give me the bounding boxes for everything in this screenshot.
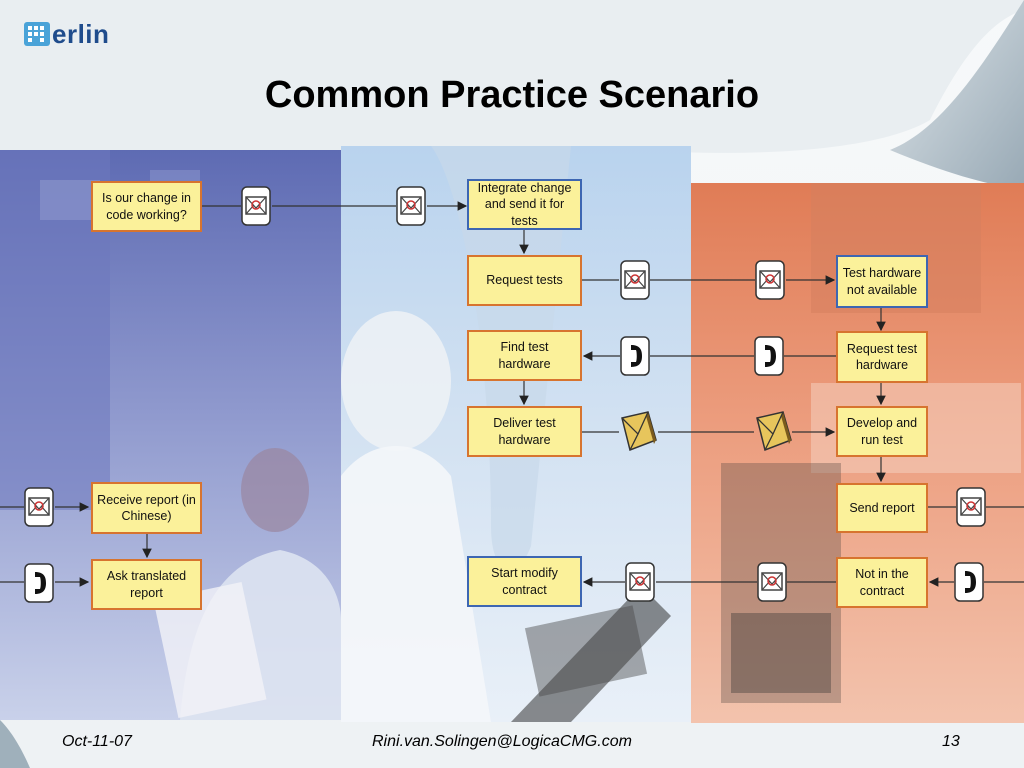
telephone-icon xyxy=(954,562,984,602)
box-hardware-not-available: Test hardware not available xyxy=(836,255,928,308)
footer-email: Rini.van.Solingen@LogicaCMG.com xyxy=(372,733,632,750)
telephone-icon xyxy=(754,336,784,376)
envelope-icon xyxy=(396,186,426,226)
box-change-working: Is our change in code working? xyxy=(91,181,202,232)
envelope-icon xyxy=(755,260,785,300)
box-request-hardware: Request test hardware xyxy=(836,331,928,383)
envelope-icon xyxy=(757,562,787,602)
box-develop-run-test: Develop and run test xyxy=(836,406,928,457)
box-ask-translated-report: Ask translated report xyxy=(91,559,202,610)
photo-panel-left xyxy=(0,150,341,720)
box-deliver-hardware: Deliver test hardware xyxy=(467,406,582,457)
box-not-in-contract: Not in the contract xyxy=(836,557,928,608)
envelope-icon xyxy=(241,186,271,226)
box-find-hardware: Find test hardware xyxy=(467,330,582,381)
envelope-icon xyxy=(620,260,650,300)
envelope-icon xyxy=(956,487,986,527)
footer-date: Oct-11-07 xyxy=(62,733,132,750)
telephone-icon xyxy=(24,563,54,603)
envelope-icon xyxy=(625,562,655,602)
box-receive-report: Receive report (in Chinese) xyxy=(91,482,202,534)
page-title: Common Practice Scenario xyxy=(264,74,760,116)
logo-mark-icon xyxy=(24,22,50,46)
package-icon xyxy=(756,411,792,452)
package-icon xyxy=(621,411,657,452)
box-start-contract: Start modify contract xyxy=(467,556,582,607)
box-request-tests: Request tests xyxy=(467,255,582,306)
envelope-icon xyxy=(24,487,54,527)
telephone-icon xyxy=(620,336,650,376)
box-integrate-change: Integrate change and send it for tests xyxy=(467,179,582,230)
box-send-report: Send report xyxy=(836,483,928,533)
logo-text: erlin xyxy=(52,18,110,49)
footer-page-number: 13 xyxy=(942,733,960,750)
merlin-logo: erlin xyxy=(22,16,109,52)
